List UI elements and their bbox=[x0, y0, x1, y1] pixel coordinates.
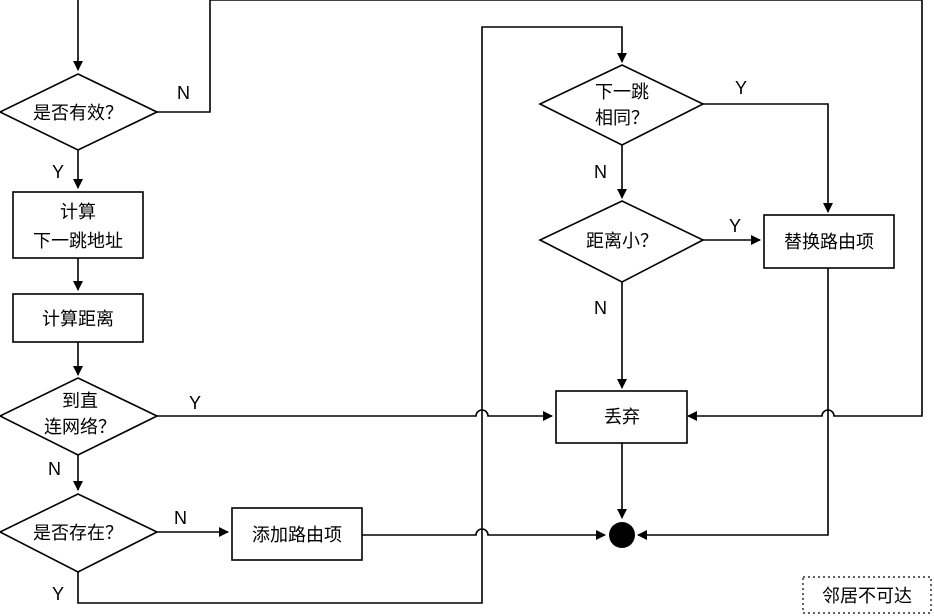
edge-loop-to-discard bbox=[210, 0, 923, 421]
decision-distance-smaller: 距离小？ bbox=[538, 200, 705, 283]
label-smaller-yes: Y bbox=[729, 216, 741, 236]
edge-replace-to-end bbox=[637, 268, 829, 540]
label-direct-no: N bbox=[48, 459, 61, 479]
decision-direct-network: 到直 连网络？ bbox=[0, 377, 159, 456]
edge-valid-no bbox=[157, 0, 211, 113]
edge-samehop-yes bbox=[703, 103, 833, 213]
process-calc-next-hop-line1: 计算 bbox=[60, 202, 96, 223]
label-samehop-no: N bbox=[594, 162, 607, 182]
end-node bbox=[609, 522, 635, 548]
edge-add-to-end bbox=[362, 528, 606, 540]
process-discard-label: 丢弃 bbox=[604, 407, 640, 428]
decision-direct-network-line2: 连网络？ bbox=[44, 417, 116, 438]
decision-next-hop-same-line2: 相同？ bbox=[595, 108, 649, 129]
decision-distance-smaller-label: 距离小？ bbox=[586, 231, 658, 252]
process-calc-distance: 计算距离 bbox=[12, 293, 144, 343]
process-replace-route: 替换路由项 bbox=[763, 214, 895, 269]
label-smaller-no: N bbox=[594, 298, 607, 318]
label-samehop-yes: Y bbox=[735, 78, 747, 98]
decision-next-hop-same: 下一跳 相同？ bbox=[538, 64, 705, 146]
label-exists-yes: Y bbox=[52, 584, 64, 604]
label-valid-yes: Y bbox=[52, 162, 64, 182]
note-neighbor-unreachable: 邻居不可达 bbox=[802, 576, 932, 614]
process-calc-next-hop: 计算 下一跳地址 bbox=[12, 191, 144, 259]
decision-valid: 是否有效？ bbox=[0, 73, 159, 151]
edge-exists-yes bbox=[77, 26, 627, 604]
decision-next-hop-same-line1: 下一跳 bbox=[595, 82, 649, 103]
process-calc-distance-label: 计算距离 bbox=[42, 309, 114, 330]
label-direct-yes: Y bbox=[189, 393, 201, 413]
process-replace-route-label: 替换路由项 bbox=[784, 232, 874, 253]
process-discard: 丢弃 bbox=[555, 390, 688, 444]
process-add-route: 添加路由项 bbox=[231, 507, 363, 561]
note-neighbor-unreachable-label: 邻居不可达 bbox=[822, 586, 912, 607]
edge-direct-yes bbox=[157, 409, 553, 421]
label-valid-no: N bbox=[177, 83, 190, 103]
process-calc-next-hop-line2: 下一跳地址 bbox=[33, 231, 123, 252]
decision-valid-label: 是否有效？ bbox=[33, 103, 123, 124]
label-exists-no: N bbox=[174, 508, 187, 528]
decision-direct-network-line1: 到直 bbox=[62, 391, 98, 412]
decision-exists: 是否存在？ bbox=[0, 493, 159, 573]
process-add-route-label: 添加路由项 bbox=[252, 525, 342, 546]
decision-exists-label: 是否存在？ bbox=[33, 523, 123, 544]
